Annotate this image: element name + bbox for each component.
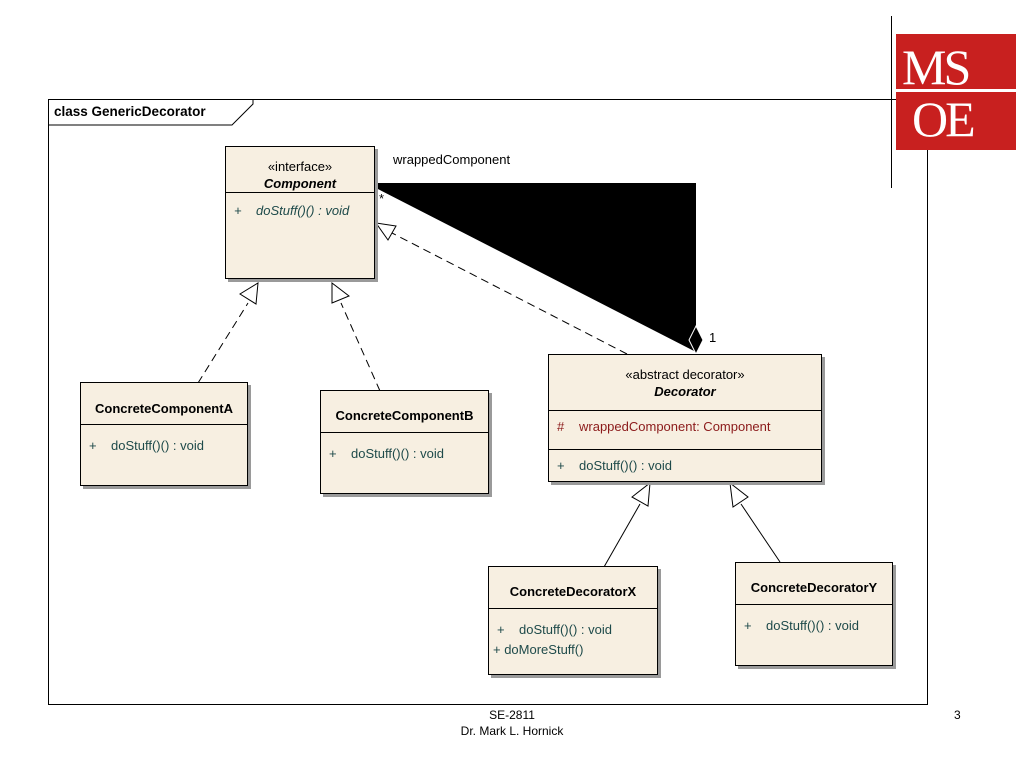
class-decorator[interactable]: «abstract decorator» Decorator # wrappedC… xyxy=(548,354,822,482)
attribute-signature: wrappedComponent: Component xyxy=(579,419,771,434)
class-name: Decorator xyxy=(654,384,716,399)
class-name: ConcreteDecoratorY xyxy=(750,580,878,595)
operation-signature: doStuff()() : void xyxy=(766,618,859,633)
realization-arrowhead-b xyxy=(331,281,350,304)
visibility-marker: + xyxy=(557,458,565,473)
operation-signature: doStuff()() : void xyxy=(579,458,672,473)
logo-bar xyxy=(896,89,1016,92)
class-component[interactable]: «interface» Component + doStuff()() : voi… xyxy=(225,146,375,279)
multiplicity-component: * xyxy=(379,191,385,206)
realization-arrowhead-decorator xyxy=(374,222,397,241)
diagram-frame xyxy=(48,99,928,705)
generalization-arrowhead-y xyxy=(729,481,749,508)
logo-line-2: OE xyxy=(912,91,976,147)
frame-title: class GenericDecorator xyxy=(54,104,206,119)
class-stereotype: «abstract decorator» xyxy=(625,367,745,382)
generalization-decorator-x xyxy=(603,503,641,568)
class-concrete-decorator-x[interactable]: ConcreteDecoratorX + doStuff()() : void +… xyxy=(488,566,658,675)
class-stereotype: «interface» xyxy=(267,159,333,174)
class-attribute: # wrappedComponent: Component xyxy=(557,419,771,434)
generalization-arrowhead-x xyxy=(631,481,651,507)
operation-signature: doStuff()() : void xyxy=(519,622,612,637)
class-operation: + doStuff()() : void xyxy=(89,438,204,453)
class-divider xyxy=(81,424,247,425)
logo-divider xyxy=(891,16,892,188)
operation-signature: doStuff()() : void xyxy=(256,203,350,218)
footer-author: Dr. Mark L. Hornick xyxy=(460,724,564,738)
class-concrete-decorator-y[interactable]: ConcreteDecoratorY + doStuff()() : void xyxy=(735,562,893,666)
class-concrete-component-a[interactable]: ConcreteComponentA + doStuff()() : void xyxy=(80,382,248,486)
operation-signature: doStuff()() : void xyxy=(351,446,444,461)
class-operation: + doStuff()() : void xyxy=(557,458,672,473)
visibility-marker: + xyxy=(89,438,97,453)
class-concrete-component-b[interactable]: ConcreteComponentB + doStuff()() : void xyxy=(320,390,489,494)
realization-arrowhead-a xyxy=(239,282,259,305)
class-divider xyxy=(736,604,892,605)
class-operation: + doStuff()() : void xyxy=(234,203,349,218)
aggregation-shape xyxy=(376,183,703,352)
page-number: 3 xyxy=(954,708,961,722)
footer-course: SE-2811 xyxy=(489,708,535,722)
class-divider xyxy=(489,608,657,609)
logo-line-1: MS xyxy=(902,39,971,95)
class-name: ConcreteComponentA xyxy=(95,401,233,416)
class-operation: + doStuff()() : void xyxy=(744,618,859,633)
realization-decorator xyxy=(391,232,628,355)
msoe-logo: MS OE xyxy=(896,34,1016,150)
multiplicity-decorator: 1 xyxy=(709,330,717,345)
class-divider xyxy=(321,432,488,433)
class-operation: + doStuff()() : void xyxy=(329,446,444,461)
visibility-marker: # xyxy=(557,419,565,434)
class-divider xyxy=(549,410,821,411)
added-operation: + doMoreStuff() xyxy=(493,642,584,657)
class-operation: + doStuff()() : void xyxy=(497,622,612,637)
visibility-marker: + xyxy=(329,446,337,461)
class-name: ConcreteDecoratorX xyxy=(509,584,637,599)
visibility-marker: + xyxy=(744,618,752,633)
realization-concrete-b xyxy=(340,302,381,392)
class-name: Component xyxy=(263,176,337,191)
realization-concrete-a xyxy=(197,302,249,384)
frame-tab-outline xyxy=(48,99,254,126)
visibility-marker: + xyxy=(234,203,242,218)
class-divider xyxy=(549,449,821,450)
visibility-marker: + xyxy=(497,622,505,637)
association-role-label: wrappedComponent xyxy=(393,152,511,167)
generalization-decorator-y xyxy=(740,503,781,563)
class-name: ConcreteComponentB xyxy=(335,408,474,423)
operation-signature: doStuff()() : void xyxy=(111,438,204,453)
class-divider xyxy=(226,192,374,193)
